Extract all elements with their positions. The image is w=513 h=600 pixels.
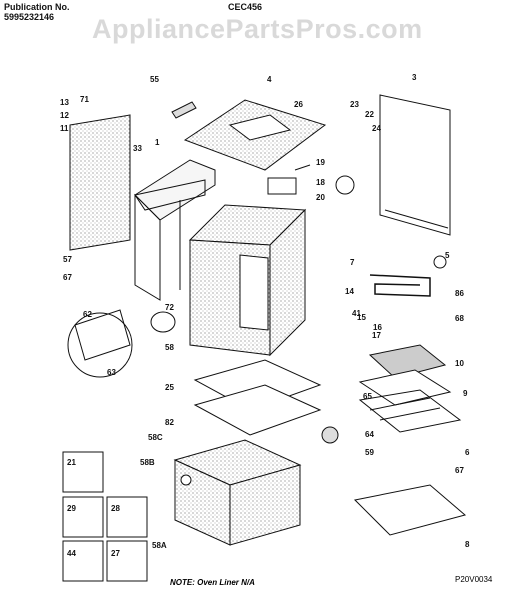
callout-22: 22 <box>365 110 374 119</box>
callout-72: 72 <box>165 303 174 312</box>
storage-drawer <box>173 439 302 546</box>
publication-label: Publication No. <box>4 2 70 12</box>
callout-13: 13 <box>60 98 69 107</box>
knob-part <box>150 311 176 333</box>
bracket-part <box>171 101 197 119</box>
callout-6: 6 <box>465 448 470 457</box>
drawing-code: P20V0034 <box>455 575 493 584</box>
callout-57: 57 <box>63 255 72 264</box>
callout-14: 14 <box>345 287 354 296</box>
callout-26: 26 <box>294 100 303 109</box>
broiler-pan <box>358 344 452 406</box>
callout-10: 10 <box>455 359 464 368</box>
callout-24: 24 <box>372 124 381 133</box>
callout-58a: 58A <box>152 541 167 550</box>
lamp-socket <box>321 426 339 444</box>
callout-1: 1 <box>155 138 160 147</box>
foot-leg <box>433 255 447 269</box>
publication-number: 5995232146 <box>4 12 55 22</box>
top-panel <box>183 99 327 171</box>
callout-25: 25 <box>165 383 174 392</box>
callout-9: 9 <box>463 389 468 398</box>
callout-68: 68 <box>455 314 464 323</box>
callout-63: 63 <box>107 368 116 377</box>
callout-41: 41 <box>352 309 361 318</box>
bake-element <box>369 274 431 297</box>
callout-29: 29 <box>67 504 76 513</box>
callout-44: 44 <box>67 549 76 558</box>
model-number: CEC456 <box>228 2 263 12</box>
back-panel <box>69 114 131 251</box>
callout-16: 16 <box>373 323 382 332</box>
oven-body <box>188 204 307 357</box>
callout-58c: 58C <box>148 433 163 442</box>
terminal-block <box>74 309 131 361</box>
oven-rack <box>358 389 462 433</box>
callout-3: 3 <box>412 73 417 82</box>
callout-58: 58 <box>165 343 174 352</box>
callout-82: 82 <box>165 418 174 427</box>
callout-8: 8 <box>465 540 470 549</box>
callout-58b: 58B <box>140 458 155 467</box>
element-assembly <box>267 164 355 195</box>
callout-62: 62 <box>83 310 92 319</box>
bottom-insulation <box>193 384 322 436</box>
callout-7: 7 <box>350 258 355 267</box>
callout-33: 33 <box>133 144 142 153</box>
callout-27: 27 <box>111 549 120 558</box>
callout-67: 67 <box>63 273 72 282</box>
callout-67: 67 <box>455 466 464 475</box>
callout-65: 65 <box>363 392 372 401</box>
callout-59: 59 <box>365 448 374 457</box>
watermark-text: AppliancePartsPros.com <box>92 14 423 44</box>
callout-28: 28 <box>111 504 120 513</box>
callout-12: 12 <box>60 111 69 120</box>
callout-17: 17 <box>372 331 381 340</box>
callout-19: 19 <box>316 158 325 167</box>
callout-21: 21 <box>67 458 76 467</box>
callout-5: 5 <box>445 251 450 260</box>
callout-86: 86 <box>455 289 464 298</box>
callout-18: 18 <box>316 178 325 187</box>
callout-23: 23 <box>350 100 359 109</box>
drawer-liner <box>353 484 467 536</box>
callout-15: 15 <box>357 313 366 322</box>
detail-circle <box>67 312 133 378</box>
callout-64: 64 <box>365 430 374 439</box>
callout-11: 11 <box>60 124 69 133</box>
callout-55: 55 <box>150 75 159 84</box>
callout-4: 4 <box>267 75 272 84</box>
cabinet-frame <box>134 159 216 301</box>
callout-20: 20 <box>316 193 325 202</box>
side-panel <box>379 94 451 236</box>
oven-liner-note: NOTE: Oven Liner N/A <box>170 578 255 587</box>
callout-71: 71 <box>80 95 89 104</box>
detail-boxes <box>62 451 148 582</box>
